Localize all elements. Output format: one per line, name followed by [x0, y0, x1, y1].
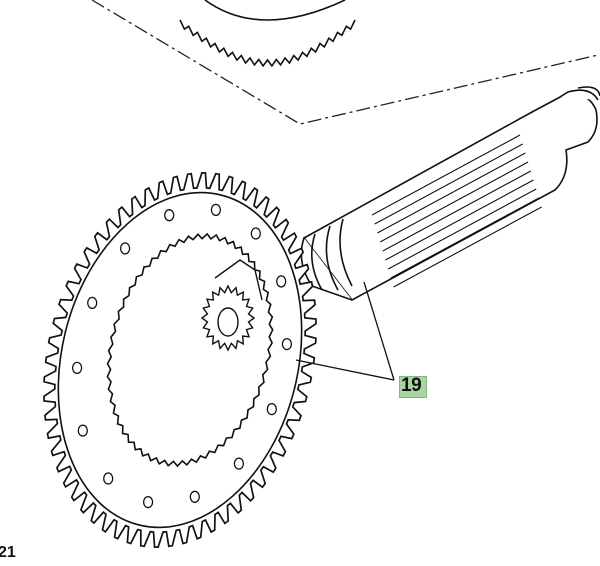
bolt-hole [119, 242, 131, 255]
shaft-splines [371, 134, 542, 288]
spline-line [379, 161, 529, 243]
bolt-hole [281, 337, 293, 351]
phantom-housing-outline [91, 0, 599, 125]
callout-number: 19 [401, 375, 422, 396]
bolt-hole [103, 472, 114, 485]
spline-line [371, 134, 521, 216]
spline-line [382, 170, 532, 252]
spline-line [393, 206, 542, 288]
bolt-hole [276, 275, 287, 288]
bolt-hole [189, 490, 200, 503]
spline-line [374, 143, 523, 225]
ring-gear [43, 172, 317, 548]
bolt-hole [71, 361, 83, 375]
pinion-shaft [300, 86, 600, 302]
bolt-hole [266, 402, 277, 416]
bolt-hole [77, 424, 88, 437]
spline-line [385, 179, 534, 261]
bolt-hole [250, 227, 261, 240]
callout-leader-lines [295, 281, 395, 381]
upper-gear-fragment [179, 0, 356, 68]
spline-line [377, 152, 526, 234]
bolt-hole [210, 203, 222, 217]
callout-highlight [399, 376, 427, 398]
spline-line [390, 197, 540, 279]
bolt-hole [164, 209, 175, 222]
pinion-gear [200, 259, 263, 352]
bolt-hole [142, 495, 154, 509]
bolt-hole [233, 457, 245, 470]
corner-text: 21 [0, 544, 16, 561]
bolt-hole [87, 296, 98, 310]
spline-line [387, 188, 537, 270]
bolt-holes [71, 203, 293, 509]
upper-gear-teeth [179, 19, 356, 68]
